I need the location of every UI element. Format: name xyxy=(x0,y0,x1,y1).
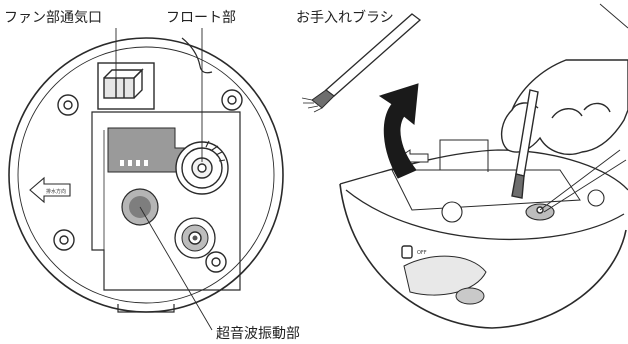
switch-label: OFF xyxy=(417,250,427,256)
lift-arrow xyxy=(378,83,419,179)
fan-vent xyxy=(97,62,155,110)
screw-bosses xyxy=(53,89,243,273)
label-ultrasonic: 超音波振動部 xyxy=(216,325,300,342)
float-chamber xyxy=(174,217,216,259)
bowl-outline xyxy=(339,183,627,329)
label-float: フロート部 xyxy=(166,10,236,26)
inner-plate xyxy=(91,111,241,291)
unit-bottom-view xyxy=(8,37,284,313)
cleaning-brush xyxy=(301,13,422,113)
leader-lines-left xyxy=(115,28,213,331)
hand xyxy=(501,59,628,199)
label-brush: お手入れブラシ xyxy=(296,9,394,26)
cleaning-view xyxy=(339,139,628,329)
float-assembly xyxy=(175,140,229,195)
inner-rim xyxy=(17,46,275,304)
drain-direction-text: 排水方向 xyxy=(46,188,66,195)
drain-direction-arrow xyxy=(29,176,71,204)
bowl-vent xyxy=(403,255,487,305)
bowl-rim xyxy=(345,189,625,241)
label-fan-vent: ファン部通気口 xyxy=(4,10,102,26)
power-cord xyxy=(181,37,213,74)
